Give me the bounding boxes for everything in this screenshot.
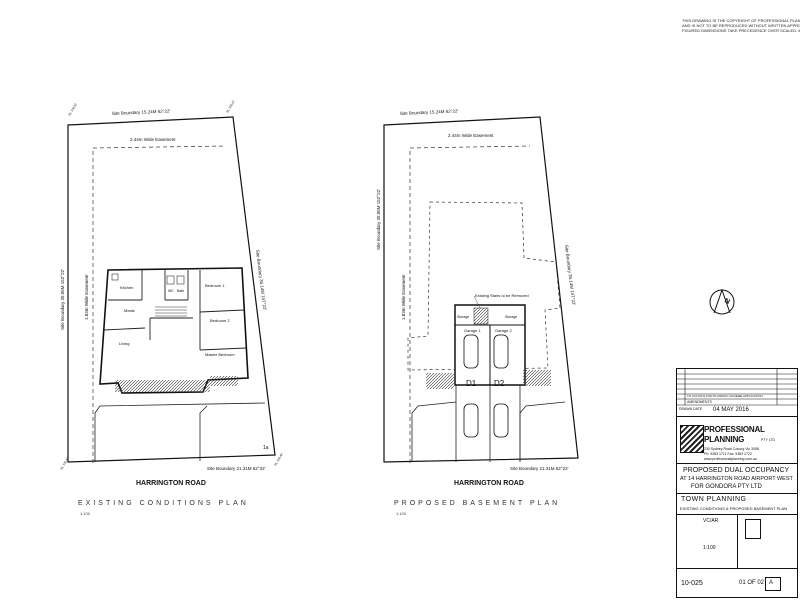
north-arrow bbox=[709, 288, 735, 315]
room-label: Bedroom 1 bbox=[205, 283, 225, 288]
easement-line bbox=[409, 145, 531, 463]
driveway-outline bbox=[94, 402, 266, 462]
boundary-label: Site Boundary 21.31M 62°22' bbox=[510, 466, 569, 471]
interior-walls bbox=[103, 270, 247, 351]
boundary-label: Site Boundary 21.31M 62°22' bbox=[207, 466, 266, 471]
existing-plan: Kitchen Meals Living Bedroom 1 Bedroom 2… bbox=[59, 99, 283, 471]
fixture bbox=[176, 275, 185, 285]
project-name: PROPOSED DUAL OCCUPANCY bbox=[683, 467, 790, 474]
revision-text: TO COUNCIL FOR PLANNING SCHEME APPLICATI… bbox=[687, 394, 763, 398]
ramp-steps bbox=[426, 373, 454, 389]
site-boundary bbox=[383, 116, 579, 463]
corner-tag: RL 105.60 bbox=[59, 456, 69, 470]
stairwell bbox=[473, 307, 489, 325]
copyright-note: THIS DRAWING IS THE COPYRIGHT OF PROFESS… bbox=[682, 18, 800, 33]
plan-scale-cell: 1:100 bbox=[703, 545, 716, 551]
revision-grid bbox=[677, 369, 797, 406]
ramp-steps bbox=[523, 370, 551, 386]
date-label: DRAWN DATE bbox=[679, 407, 703, 411]
firm-web: www.professionalplanning.com.au bbox=[704, 457, 757, 461]
front-steps bbox=[115, 380, 210, 392]
room-label: Master Bedroom bbox=[205, 352, 235, 357]
leader-line bbox=[473, 295, 481, 309]
fixture bbox=[166, 275, 175, 285]
plan-scale: 1:100 bbox=[80, 511, 91, 516]
driveway-outline bbox=[519, 401, 566, 461]
corner-tag: RL 105.40 bbox=[273, 452, 283, 466]
amendments-label: AMENDMENTS bbox=[687, 400, 712, 404]
garage-label: Garage 1 bbox=[464, 328, 481, 333]
consultant-logo-icon bbox=[745, 519, 761, 539]
car-icon bbox=[463, 403, 479, 438]
easement-label: 2.44m Wide Easement bbox=[130, 137, 176, 142]
corner-tag: RL 105.07 bbox=[225, 99, 235, 113]
sheet-number: 01 OF 02 bbox=[739, 580, 765, 586]
job-number: 10-025 bbox=[681, 580, 703, 587]
garage-label: Garage 2 bbox=[495, 328, 512, 333]
north-label: N bbox=[723, 297, 731, 305]
easement-label: 2.44m Wide Easement bbox=[448, 133, 494, 138]
plan-scale: 1:100 bbox=[396, 511, 407, 516]
driveway-outline bbox=[199, 405, 208, 461]
stairs bbox=[155, 306, 187, 317]
stairs-note: Existing Stairs to be Removed bbox=[475, 293, 529, 298]
existing-footprint bbox=[407, 201, 561, 371]
firm-suffix: PTY LTD bbox=[761, 438, 776, 442]
fixture bbox=[111, 273, 119, 281]
proposed-plan: Existing Stairs to be Removed Storage St… bbox=[376, 108, 579, 471]
boundary-label: Site Boundary 15.24M 62°22' bbox=[112, 108, 171, 116]
copyright-line: THIS DRAWING IS THE COPYRIGHT OF PROFESS… bbox=[682, 18, 800, 23]
revision-letter: A bbox=[769, 580, 774, 586]
plan-title: PROPOSED BASEMENT PLAN bbox=[394, 500, 561, 507]
car-icon bbox=[463, 334, 479, 369]
easement-line bbox=[92, 145, 227, 463]
drawn-by: VC/AR bbox=[703, 518, 719, 524]
room-label: Living bbox=[119, 341, 129, 346]
drawn-date: 04 MAY 2016 bbox=[713, 407, 749, 413]
site-boundary bbox=[67, 116, 276, 463]
front-steps bbox=[210, 376, 238, 386]
discipline: TOWN PLANNING bbox=[681, 496, 747, 503]
room-label: WC bbox=[168, 289, 174, 293]
road-name: HARRINGTON ROAD bbox=[454, 480, 524, 487]
plan-title: EXISTING CONDITIONS PLAN bbox=[78, 500, 249, 507]
car-icon bbox=[493, 334, 509, 369]
boundary-label: Site Boundary 35.05M 152°22' bbox=[60, 269, 65, 330]
driveway-label: D2 bbox=[494, 379, 505, 388]
room-label: Bath bbox=[177, 289, 184, 293]
firm-logo-icon bbox=[680, 425, 704, 453]
storage-label: Storage bbox=[457, 315, 469, 319]
sheet-description: EXISTING CONDITIONS & PROPOSED BASEMENT … bbox=[680, 506, 788, 511]
corner-tag: RL 104.93 bbox=[67, 102, 77, 116]
copyright-line: FIGURED DIMENSIONS TAKE PRECEDENCE OVER … bbox=[682, 28, 800, 33]
room-label: Kitchen bbox=[120, 285, 133, 290]
driveway-outline bbox=[411, 401, 457, 462]
easement-label: 1.83m Wide Easement bbox=[84, 274, 89, 320]
boundary-label: Site Boundary 35.14M 147°22' bbox=[564, 245, 576, 306]
car-icon bbox=[493, 403, 509, 438]
road-name: HARRINGTON ROAD bbox=[136, 480, 206, 487]
firm-name: PROFESSIONAL bbox=[704, 425, 765, 434]
room-label: Bedroom 2 bbox=[210, 318, 230, 323]
project-address: AT 14 HARRINGTON ROAD AIRPORT WEST bbox=[680, 476, 793, 482]
client-name: FOR GONDORA PTY LTD bbox=[691, 484, 762, 490]
firm-address: 230 Sydney Road Coburg Vic 3058 bbox=[704, 447, 759, 451]
boundary-label: Site Boundary 35.14M 147°22' bbox=[255, 250, 267, 311]
room-label: Meals bbox=[124, 308, 135, 313]
title-block: TO COUNCIL FOR PLANNING SCHEME APPLICATI… bbox=[676, 368, 798, 598]
corner-mark: 1a bbox=[263, 445, 269, 451]
driveway-label: D1 bbox=[466, 379, 477, 388]
boundary-label: Site Boundary 35.05M 152°22' bbox=[376, 189, 381, 250]
boundary-label: Site Boundary 15.24M 62°22' bbox=[400, 108, 459, 116]
firm-phone: Ph: 9383 1711 Fax: 9383 1722 bbox=[704, 452, 752, 456]
easement-label: 1.83m Wide Easement bbox=[401, 274, 406, 320]
storage-label: Storage bbox=[505, 315, 517, 319]
firm-name: PLANNING bbox=[704, 435, 745, 444]
copyright-line: AND IS NOT TO BE REPRODUCED WITHOUT WRIT… bbox=[682, 23, 800, 28]
